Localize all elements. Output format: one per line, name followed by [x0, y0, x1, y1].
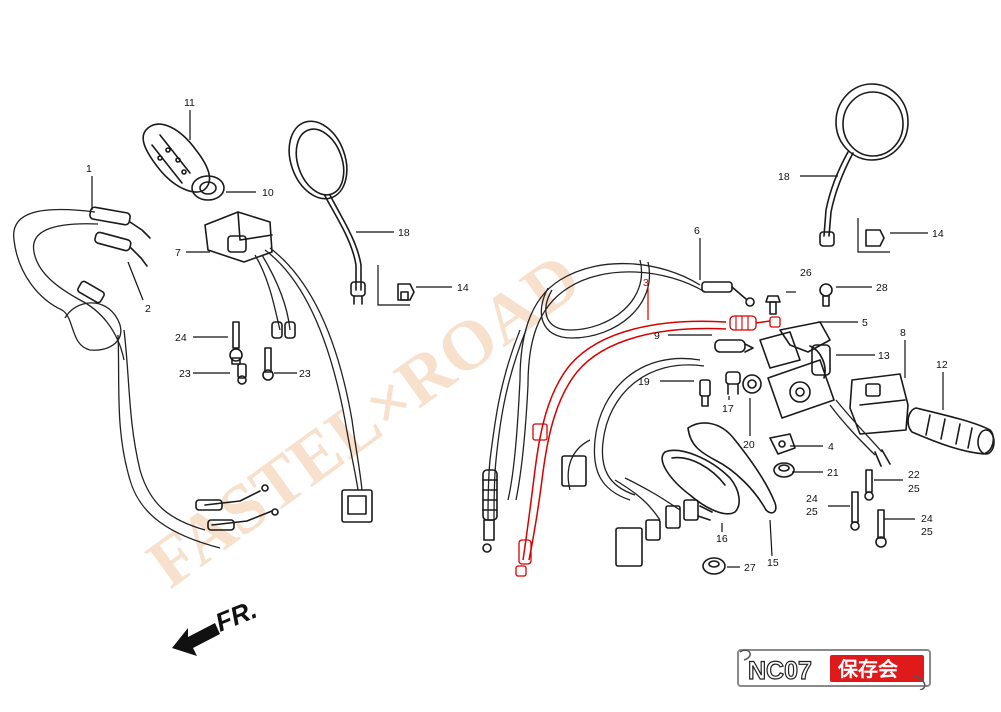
callout-6: 6: [694, 225, 700, 237]
callout-20: 20: [743, 439, 755, 451]
callout-25-b: 25: [806, 506, 818, 518]
callout-22: 22: [908, 469, 920, 481]
leader-lines: [91, 110, 944, 568]
callout-2: 2: [145, 303, 151, 315]
logo-kanji: 保存会: [837, 657, 898, 681]
front-arrow-icon: [172, 623, 220, 656]
left-bracket-line: [377, 265, 410, 306]
right-wiring-harness: [561, 357, 713, 567]
left-switch-housing: [204, 211, 373, 523]
callout-14-right: 14: [932, 228, 944, 240]
clutch-lever: [661, 422, 777, 515]
callout-17: 17: [722, 403, 734, 415]
callout-7: 7: [175, 247, 181, 259]
left-fasteners: [229, 283, 415, 385]
right-bracket-line: [857, 218, 890, 253]
callout-21: 21: [827, 467, 839, 479]
clutch-cable-highlighted: [515, 315, 781, 577]
callout-13: 13: [878, 350, 890, 362]
throttle-cable-right: [482, 259, 755, 553]
callout-24-mid: 24: [806, 493, 818, 505]
callout-23-left: 23: [179, 368, 191, 380]
callout-18-left: 18: [398, 227, 410, 239]
callout-1: 1: [86, 163, 92, 175]
right-small-parts: [699, 339, 762, 407]
callout-25-a: 25: [908, 483, 920, 495]
right-lower-fasteners: [702, 433, 887, 575]
callout-4: 4: [828, 441, 834, 453]
callout-19: 19: [638, 376, 650, 388]
callout-14-left: 14: [457, 282, 469, 294]
lever-bracket: [759, 321, 835, 419]
left-grip: [142, 123, 225, 201]
callout-24-left: 24: [175, 332, 187, 344]
nc07-logo: NC07 保存会: [737, 649, 931, 690]
throttle-cable-assembly: [13, 206, 279, 549]
callout-18-right: 18: [778, 171, 790, 183]
callout-26: 26: [800, 267, 812, 279]
callout-24-right: 24: [921, 513, 933, 525]
callout-16: 16: [716, 533, 728, 545]
callout-15: 15: [767, 557, 779, 569]
logo-code: NC07: [748, 657, 812, 685]
right-switch-and-grip: [829, 373, 995, 467]
callout-10: 10: [262, 187, 274, 199]
callout-numbers: 1 2 3 4 5 6 7 8 9 10 11 12 13 14 14 15 1…: [86, 97, 948, 574]
callout-23-right: 23: [299, 368, 311, 380]
callout-12: 12: [936, 359, 948, 371]
callout-9: 9: [654, 330, 660, 342]
callout-8: 8: [900, 327, 906, 339]
dragon-tail-icon: [913, 675, 926, 690]
callout-28: 28: [876, 282, 888, 294]
dragon-ornament-icon: [739, 649, 751, 661]
front-direction-indicator: FR.: [172, 594, 261, 656]
left-mirror: [288, 120, 366, 305]
callout-5: 5: [862, 317, 868, 329]
callout-27: 27: [744, 562, 756, 574]
right-mirror: [765, 83, 909, 315]
callout-11: 11: [184, 97, 195, 109]
callout-25-c: 25: [921, 526, 933, 538]
callout-3: 3: [643, 277, 649, 289]
